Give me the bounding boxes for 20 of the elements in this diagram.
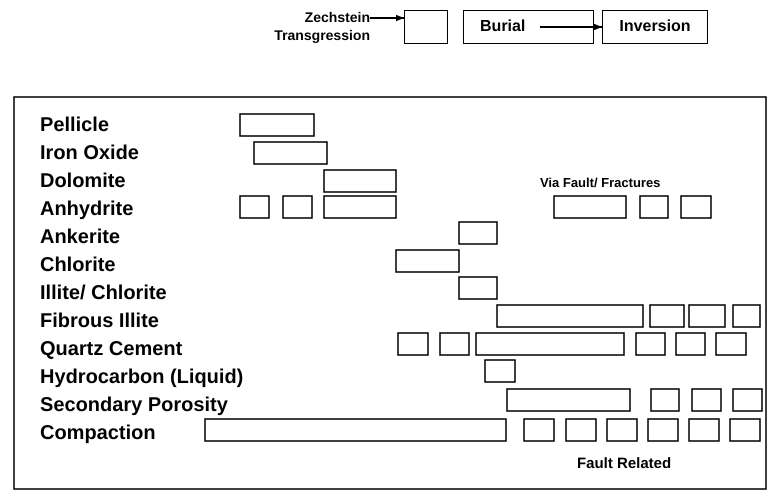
row-label: Iron Oxide [40, 143, 139, 163]
arrow [370, 14, 404, 22]
note: Via Fault/ Fractures [540, 176, 660, 189]
row-label: Anhydrite [40, 199, 134, 219]
note: Fault Related [577, 456, 672, 471]
row-label: Fibrous Illite [40, 311, 159, 331]
row-label: Illite/ Chlorite [40, 283, 167, 303]
phase-box: Burial [463, 10, 594, 44]
row-label: Hydrocarbon (Liquid) [40, 367, 244, 387]
row-label: Pellicle [40, 115, 109, 135]
arrow [540, 24, 602, 30]
row-label: Secondary Porosity [40, 395, 228, 415]
row-label: Chlorite [40, 255, 116, 275]
row-label: Dolomite [40, 171, 126, 191]
empty-phase-box [404, 10, 448, 44]
row-label: Compaction [40, 423, 156, 443]
phase-label: Zechstein Transgression [270, 8, 370, 46]
row-label: Quartz Cement [40, 339, 182, 359]
row-label: Ankerite [40, 227, 120, 247]
phase-box: Inversion [602, 10, 708, 44]
